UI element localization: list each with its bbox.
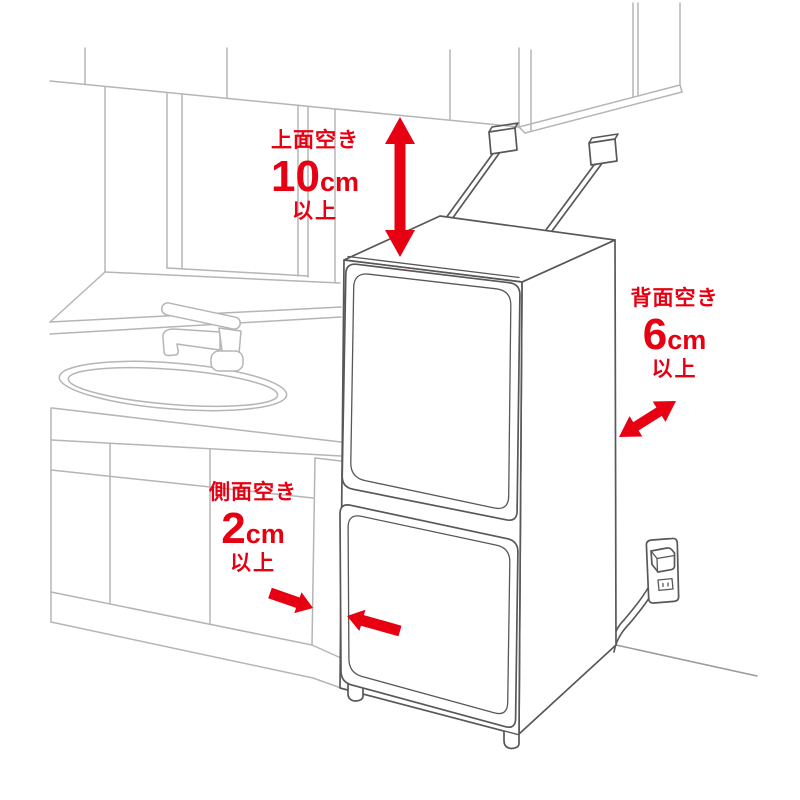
clearance-label: 上面空き: [271, 129, 359, 152]
side-clearance-arrow-fridge-icon: [347, 609, 402, 637]
kitchen-counter: [49, 306, 342, 689]
clearance-unit: cm: [245, 519, 285, 550]
clearance-unit: cm: [319, 167, 359, 198]
right-cabinet-bottom-edge: [518, 84, 681, 128]
right-cabinet-divider: [632, 2, 639, 98]
toe-kick-top: [50, 591, 313, 646]
clearance-value-line: 10cm: [245, 155, 385, 199]
floor-wall-line: [615, 644, 758, 677]
back-clearance-annotation: 背面空き 6cm 以上: [602, 287, 747, 382]
strap: [442, 147, 504, 223]
top-clearance-arrow-icon: [385, 117, 415, 257]
clearance-unit: cm: [667, 325, 707, 356]
sink: [58, 360, 288, 412]
outlet-socket: [657, 577, 674, 592]
window-sill-outer: [104, 271, 341, 284]
fridge-lower-door-panel: [347, 515, 511, 715]
strap-wall-bracket: [588, 138, 618, 166]
faucet-body: [218, 327, 242, 355]
clearance-suffix: 以上: [230, 552, 276, 576]
clearance-value: 2: [221, 504, 246, 554]
right-cabinet-underside: [524, 91, 683, 134]
cabinet-bottom-edge: [49, 80, 520, 128]
counter-bottom-edge: [50, 621, 314, 679]
right-cabinet-right-edge: [679, 2, 683, 93]
fridge-top-edge-detail: [347, 255, 520, 279]
fridge-upper-door-panel: [350, 273, 512, 510]
counter-side-top: [314, 457, 342, 462]
faucet-base: [210, 350, 244, 372]
drawer-line: [50, 469, 314, 499]
strap: [539, 161, 604, 239]
strap-bracket-top: [488, 122, 519, 133]
back-clearance-arrow-icon: [619, 401, 676, 437]
clearance-value: 6: [642, 310, 668, 360]
clearance-suffix: 以上: [651, 358, 698, 382]
wall-outlet: [611, 537, 680, 653]
kitchen-line-art: [49, 2, 758, 689]
plug: [650, 547, 676, 573]
upper-cabinets: [49, 2, 683, 134]
clearance-label: 背面空き: [630, 287, 719, 310]
window-sill-inner: [166, 267, 309, 277]
clearance-value-line: 2cm: [183, 507, 323, 551]
clearance-suffix: 以上: [292, 200, 338, 224]
floor-line-gap: [312, 677, 342, 689]
clearance-value: 10: [271, 152, 320, 202]
right-cabinet-left-edge: [518, 47, 532, 134]
fridge-upper-door: [341, 263, 521, 521]
refrigerator: [339, 215, 617, 750]
window-sill-return: [49, 271, 106, 323]
sink-outer-rim: [58, 360, 288, 412]
side-clearance-arrow-counter-icon: [268, 587, 313, 614]
faucet-spout: [162, 328, 221, 357]
side-clearance-annotation: 側面空き 2cm 以上: [183, 481, 323, 576]
faucet-lever: [160, 302, 242, 330]
plug-edge: [650, 550, 676, 573]
top-clearance-annotation: 上面空き 10cm 以上: [245, 129, 385, 224]
strap-bracket-top: [588, 133, 619, 144]
clearance-label: 側面空き: [209, 481, 297, 504]
backsplash-bottom: [49, 316, 342, 335]
sink-inner-rim: [67, 366, 279, 408]
fridge-foot: [347, 683, 364, 702]
countertop-front-top: [51, 407, 342, 443]
countertop-front-bottom: [51, 439, 342, 457]
clearance-value-line: 6cm: [602, 313, 747, 357]
anti-tip-straps: [442, 122, 619, 239]
faucet: [160, 302, 244, 372]
counter-side-bottom: [311, 644, 342, 659]
fridge-foot: [503, 730, 520, 750]
clearance-arrows: [268, 117, 676, 637]
strap-wall-bracket: [488, 127, 518, 155]
window: [49, 85, 341, 323]
counter-right-corner: [311, 457, 316, 646]
fridge-lower-door: [339, 504, 519, 729]
